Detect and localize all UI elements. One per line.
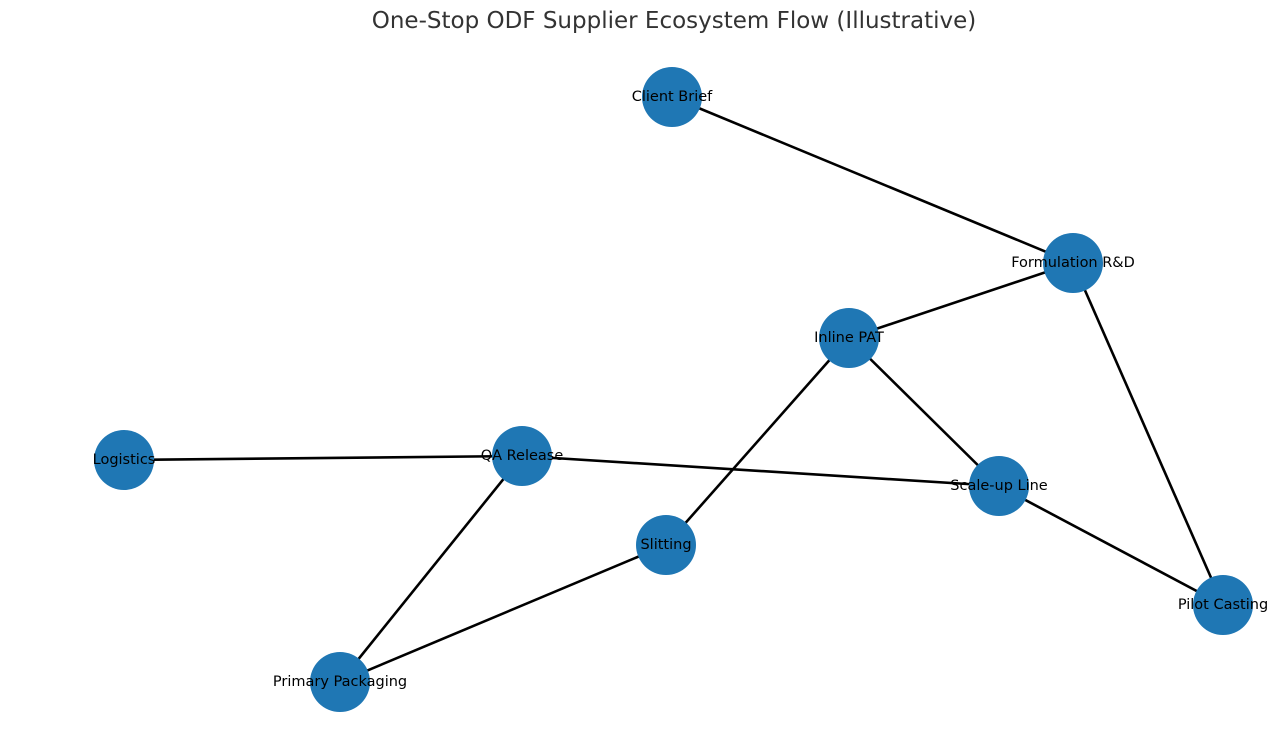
edge-formulation_rd-to-pilot_casting: [1071, 262, 1225, 606]
node-label: Client Brief: [632, 89, 713, 105]
edges-layer: [123, 95, 1225, 684]
node-qa_release: QA Release: [481, 426, 564, 486]
edge-inline_pat-to-slitting: [665, 337, 850, 546]
node-client_brief: Client Brief: [632, 67, 713, 127]
node-label: Logistics: [93, 452, 156, 468]
node-logistics: Logistics: [93, 430, 156, 490]
node-circle: [310, 652, 370, 712]
node-formulation_rd: Formulation R&D: [1011, 233, 1135, 293]
node-circle: [642, 67, 702, 127]
edge-qa_release-to-primary_packaging: [338, 455, 524, 683]
node-label: Pilot Casting: [1178, 597, 1268, 613]
node-label: Formulation R&D: [1011, 255, 1135, 271]
node-circle: [636, 515, 696, 575]
node-pilot_casting: Pilot Casting: [1178, 575, 1268, 635]
node-circle: [969, 456, 1029, 516]
node-scaleup_line: Scale-up Line: [950, 456, 1048, 516]
node-circle: [1043, 233, 1103, 293]
node-label: Primary Packaging: [273, 674, 407, 690]
node-slitting: Slitting: [636, 515, 696, 575]
edge-qa_release-to-scaleup_line: [521, 454, 1000, 488]
node-label: Inline PAT: [814, 330, 884, 346]
node-label: Slitting: [640, 537, 691, 553]
edge-formulation_rd-to-inline_pat: [848, 261, 1074, 340]
node-inline_pat: Inline PAT: [814, 308, 884, 368]
node-circle: [492, 426, 552, 486]
edge-inline_pat-to-scaleup_line: [848, 337, 1000, 487]
node-label: QA Release: [481, 448, 564, 464]
edge-scaleup_line-to-pilot_casting: [998, 484, 1224, 607]
node-circle: [94, 430, 154, 490]
node-circle: [819, 308, 879, 368]
edge-logistics-to-qa_release: [123, 454, 523, 462]
node-label: Scale-up Line: [950, 478, 1048, 494]
diagram-title: One-Stop ODF Supplier Ecosystem Flow (Il…: [372, 8, 977, 34]
edge-slitting-to-primary_packaging: [339, 543, 667, 684]
edge-client_brief-to-formulation_rd: [671, 95, 1074, 265]
node-primary_packaging: Primary Packaging: [273, 652, 407, 712]
node-circle: [1193, 575, 1253, 635]
